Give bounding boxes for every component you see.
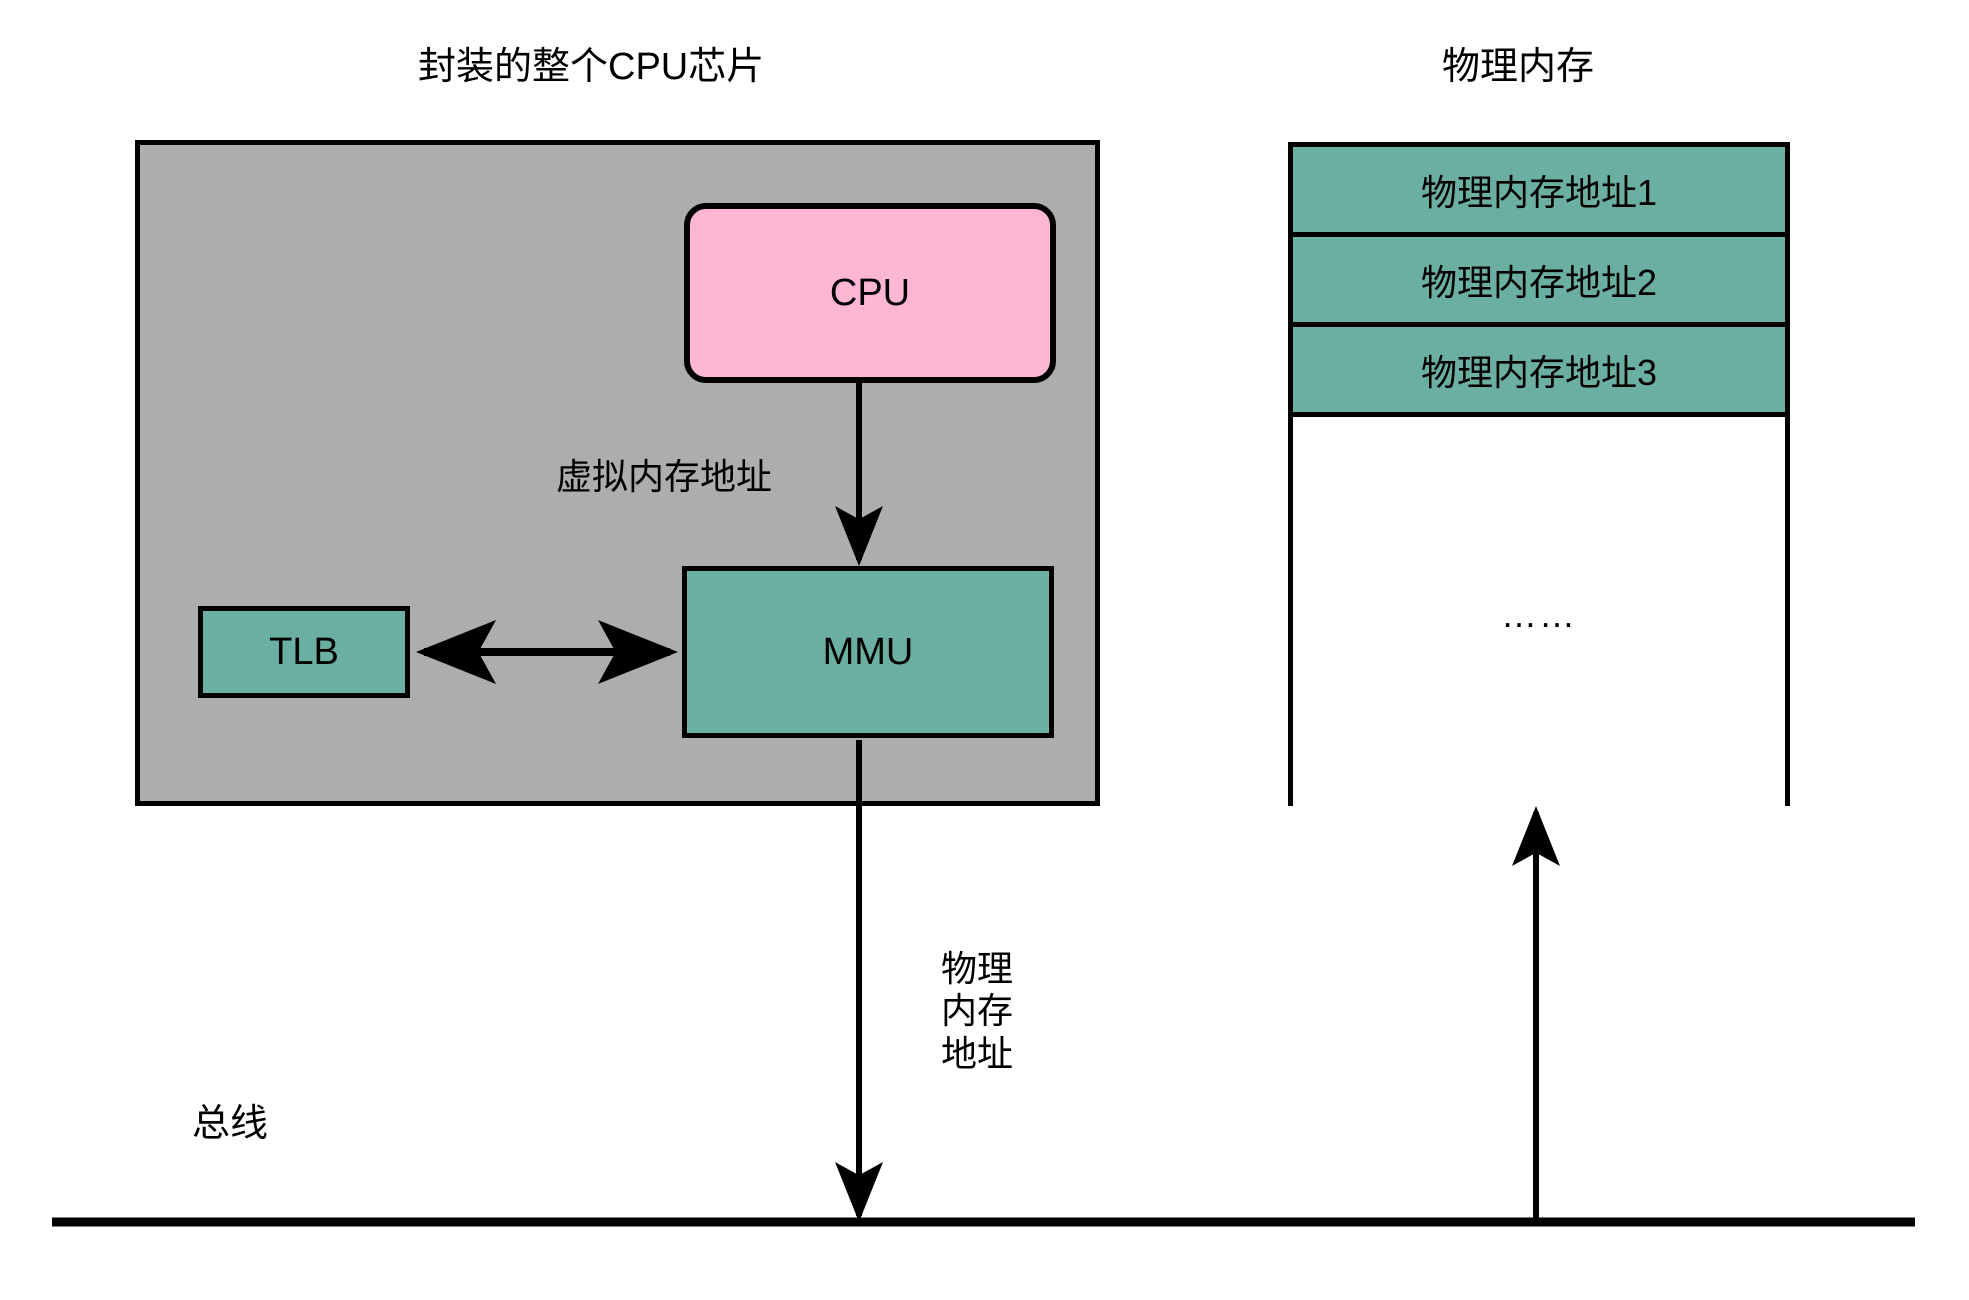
- cpu-node[interactable]: CPU: [684, 203, 1056, 383]
- bus-label: 总线: [192, 1103, 269, 1145]
- memory-cell-label: 物理内存地址2: [1420, 261, 1658, 303]
- cpu-chip-title: 封装的整个CPU芯片: [418, 46, 765, 88]
- memory-ellipsis: ……: [1293, 417, 1785, 812]
- memory-cell[interactable]: 物理内存地址2: [1293, 237, 1785, 327]
- memory-cell-label: 物理内存地址3: [1420, 351, 1658, 393]
- memory-cell-label: 物理内存地址1: [1420, 171, 1658, 213]
- memory-cell[interactable]: 物理内存地址1: [1293, 147, 1785, 237]
- physical-address-label: 物理 内存 地址: [940, 948, 1013, 1074]
- mmu-node-label: MMU: [822, 630, 914, 673]
- physical-memory-container: 物理内存地址1 物理内存地址2 物理内存地址3 ……: [1288, 142, 1790, 812]
- virtual-address-label: 虚拟内存地址: [556, 456, 773, 497]
- memory-ellipsis-label: ……: [1501, 593, 1577, 635]
- memory-cell[interactable]: 物理内存地址3: [1293, 327, 1785, 417]
- tlb-node[interactable]: TLB: [198, 606, 410, 698]
- mmu-node[interactable]: MMU: [682, 566, 1054, 738]
- cpu-node-label: CPU: [829, 271, 911, 314]
- physical-memory-title: 物理内存: [1442, 46, 1595, 88]
- tlb-node-label: TLB: [269, 630, 339, 673]
